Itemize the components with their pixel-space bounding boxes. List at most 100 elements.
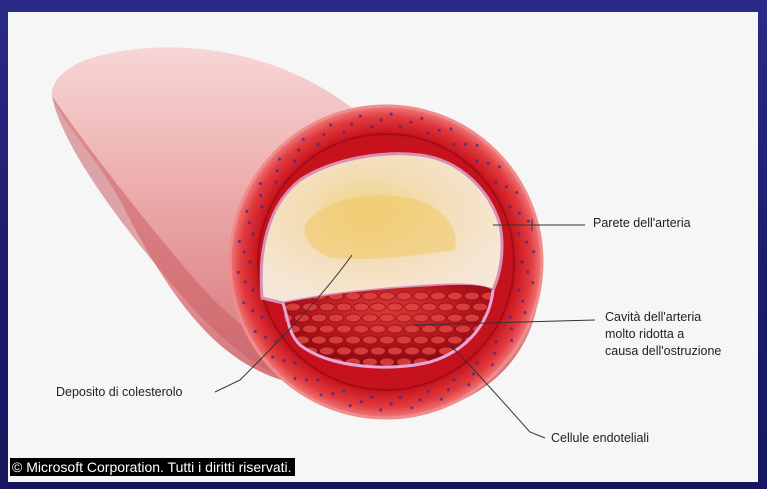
wall-cell-dot [438,129,441,132]
blood-cell [448,336,463,344]
blood-cell [354,325,369,333]
blood-cell [456,303,471,311]
wall-cell-dot [524,311,527,314]
blood-cell [329,314,344,322]
wall-cell-dot [467,383,470,386]
blood-cell [414,292,429,300]
blood-cell [422,303,437,311]
wall-cell-dot [251,309,254,312]
blood-cell [363,336,378,344]
blood-cell [312,314,327,322]
wall-cell-dot [293,159,296,162]
blood-cell [363,314,378,322]
wall-cell-dot [517,289,520,292]
blood-cell [448,314,463,322]
wall-cell-dot [464,143,467,146]
wall-cell-dot [475,159,478,162]
blood-cell [473,303,488,311]
wall-cell-dot [276,169,279,172]
wall-cell-dot [302,138,305,141]
wall-cell-dot [390,113,393,116]
wall-cell-dot [521,300,524,303]
blood-cell [380,336,395,344]
blood-cell [431,336,446,344]
blood-cell [337,303,352,311]
wall-cell-dot [510,327,513,330]
wall-cell-dot [359,115,362,118]
blood-cell [439,303,454,311]
wall-cell-dot [271,356,274,359]
blood-cell [346,292,361,300]
wall-cell-dot [494,181,497,184]
wall-cell-dot [449,127,452,130]
wall-cell-dot [399,396,402,399]
blood-cell [405,347,420,355]
wall-cell-dot [370,396,373,399]
blood-cell [405,303,420,311]
blood-cell [354,303,369,311]
blood-cell [380,292,395,300]
wall-cell-dot [379,119,382,122]
wall-cell-dot [260,316,263,319]
wall-cell-dot [419,398,422,401]
wall-cell-dot [525,241,528,244]
wall-cell-dot [251,289,254,292]
cavity-label-line-1: Cavità dell'arteria [605,309,721,326]
wall-cell-dot [505,185,508,188]
blood-cell [337,347,352,355]
cavity-label-line-2: molto ridotta a [605,326,721,343]
wall-cell-dot [259,194,262,197]
blood-cell [431,314,446,322]
blood-cell [414,336,429,344]
wall-cell-dot [260,205,263,208]
wall-cell-dot [264,336,267,339]
blood-cell [380,358,395,366]
wall-cell-dot [409,121,412,124]
wall-cell-dot [254,330,257,333]
wall-cell-dot [510,339,513,342]
blood-cell [371,347,386,355]
blood-cell [320,347,335,355]
wall-cell-dot [322,133,325,136]
wall-cell-dot [331,392,334,395]
blood-cell [388,325,403,333]
wall-cell-dot [245,210,248,213]
wall-cell-dot [426,390,429,393]
wall-cell-dot [531,281,534,284]
wall-cell-dot [316,143,319,146]
wall-cell-dot [282,359,285,362]
wall-cell-dot [526,270,529,273]
blood-cell [329,336,344,344]
wall-cell-dot [379,408,382,411]
wall-cell-dot [452,143,455,146]
blood-cell [320,303,335,311]
wall-cell-dot [237,271,240,274]
wall-cell-dot [509,205,512,208]
blood-cell [388,303,403,311]
wall-cell-dot [293,362,296,365]
blood-cell [286,303,301,311]
wall-cell-dot [242,301,245,304]
copyright-notice: © Microsoft Corporation. Tutti i diritti… [10,458,295,476]
wall-cell-dot [297,149,300,152]
wall-cell-dot [475,362,478,365]
wall-label: Parete dell'arteria [593,215,691,232]
wall-cell-dot [410,406,413,409]
wall-cell-dot [329,123,332,126]
wall-cell-dot [399,125,402,128]
blood-cell [320,325,335,333]
blood-cell [312,336,327,344]
endothelial-label: Cellule endoteliali [551,430,649,447]
blood-cell [465,292,480,300]
wall-cell-dot [509,316,512,319]
wall-cell-dot [316,378,319,381]
wall-cell-dot [349,404,352,407]
wall-cell-dot [248,260,251,263]
wall-cell-dot [370,125,373,128]
blood-cell [380,314,395,322]
wall-cell-dot [342,390,345,393]
blood-cell [414,314,429,322]
blood-cell [363,292,378,300]
blood-cell [303,325,318,333]
blood-cell [371,303,386,311]
